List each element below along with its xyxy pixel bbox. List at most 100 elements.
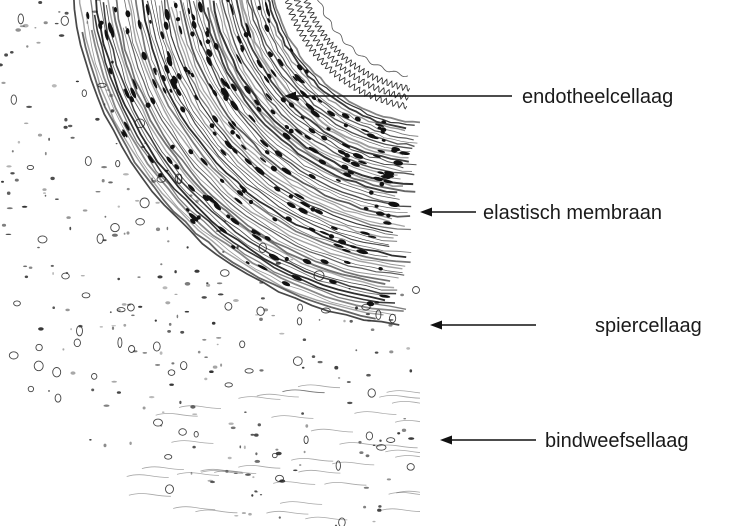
speckle-dot — [209, 370, 214, 373]
nucleus-mark — [264, 149, 270, 155]
speckle-dot — [111, 381, 117, 383]
cell-circle — [225, 303, 232, 311]
nucleus-mark — [369, 190, 375, 195]
speckle-dot — [179, 401, 181, 404]
nucleus-mark — [208, 83, 214, 91]
speckle-dot — [26, 106, 32, 108]
speckle-dot — [51, 265, 54, 267]
cell-circle — [34, 361, 43, 371]
speckle-dot — [167, 240, 169, 242]
cell-circle — [168, 370, 175, 376]
connective-fiber — [291, 458, 333, 461]
label-group-elastic: elastisch membraan — [420, 202, 662, 224]
speckle-dot — [192, 414, 197, 415]
cell-circle — [245, 369, 253, 373]
speckle-dot — [276, 452, 282, 455]
speckle-dot — [38, 327, 44, 330]
connective-fiber — [156, 413, 198, 416]
cell-circle — [38, 236, 47, 243]
speckle-dot — [216, 337, 221, 338]
speckle-dot — [234, 515, 238, 516]
speckle-dot — [169, 323, 172, 326]
speckle-dot — [162, 412, 165, 413]
speckle-dot — [55, 23, 59, 24]
speckle-dot — [10, 172, 14, 174]
cell-circle — [18, 14, 23, 24]
speckle-dot — [96, 191, 101, 192]
speckle-dot — [160, 351, 163, 354]
speckle-dot — [15, 28, 21, 31]
cell-circle — [136, 219, 145, 225]
speckle-dot — [34, 27, 36, 28]
speckle-dot — [305, 424, 308, 427]
cell-circle — [27, 165, 33, 169]
speckle-dot — [213, 366, 218, 369]
speckle-dot — [389, 319, 394, 320]
cell-circle — [82, 90, 86, 97]
speckle-dot — [245, 474, 251, 476]
speckle-dot — [363, 506, 366, 509]
speckle-dot — [318, 361, 323, 363]
connective-fiber — [298, 470, 340, 473]
speckle-dot — [135, 200, 139, 202]
connective-fiber — [271, 416, 313, 419]
speckle-dot — [169, 384, 174, 386]
speckle-dot — [111, 325, 116, 326]
cell-circle — [82, 293, 90, 298]
speckle-dot — [167, 330, 171, 333]
speckle-dot — [100, 326, 103, 327]
nucleus-mark — [383, 221, 392, 226]
speckle-dot — [42, 188, 46, 191]
speckle-dot — [95, 118, 99, 121]
speckle-dot — [202, 296, 207, 299]
speckle-dot — [65, 309, 69, 312]
speckle-dot — [254, 434, 259, 437]
speckle-dot — [104, 444, 107, 448]
speckle-dot — [69, 227, 71, 230]
speckle-dot — [59, 34, 64, 37]
speckle-dot — [23, 266, 27, 268]
connective-fiber — [311, 429, 353, 432]
connective-fiber — [340, 443, 382, 446]
connective-fiber — [173, 507, 215, 510]
speckle-dot — [180, 331, 184, 334]
speckle-dot — [22, 206, 28, 208]
speckle-dot — [355, 349, 357, 351]
speckle-dot — [174, 294, 177, 295]
cell-circle — [407, 464, 414, 471]
speckle-dot — [71, 137, 75, 139]
speckle-dot — [338, 377, 340, 378]
speckle-dot — [378, 505, 381, 508]
speckle-dot — [143, 407, 146, 410]
connective-fiber — [195, 510, 237, 513]
speckle-dot — [312, 355, 315, 358]
speckle-dot — [18, 141, 20, 144]
speckle-dot — [48, 390, 50, 391]
speckle-dot — [68, 125, 72, 127]
speckle-dot — [102, 239, 106, 241]
speckle-dot — [127, 304, 131, 306]
speckle-dot — [167, 227, 169, 230]
speckle-dot — [26, 45, 28, 47]
speckle-dot — [70, 328, 72, 330]
speckle-dot — [406, 347, 410, 350]
speckle-dot — [138, 306, 142, 308]
speckle-dot — [177, 315, 179, 319]
label-endothelial: endotheelcellaag — [522, 86, 673, 108]
speckle-dot — [334, 366, 338, 370]
speckle-dot — [104, 405, 110, 407]
speckle-dot — [347, 402, 352, 404]
speckle-dot — [105, 216, 107, 218]
speckle-dot — [127, 231, 130, 234]
speckle-dot — [165, 301, 170, 304]
speckle-dot — [228, 457, 232, 459]
nucleus-mark — [288, 193, 294, 199]
speckle-dot — [1, 82, 5, 84]
speckle-dot — [23, 24, 29, 28]
speckle-dot — [4, 53, 8, 56]
speckle-dot — [37, 247, 40, 249]
speckle-dot — [248, 513, 252, 516]
connective-fiber — [392, 401, 434, 404]
speckle-dot — [108, 181, 113, 183]
speckle-dot — [240, 445, 242, 448]
